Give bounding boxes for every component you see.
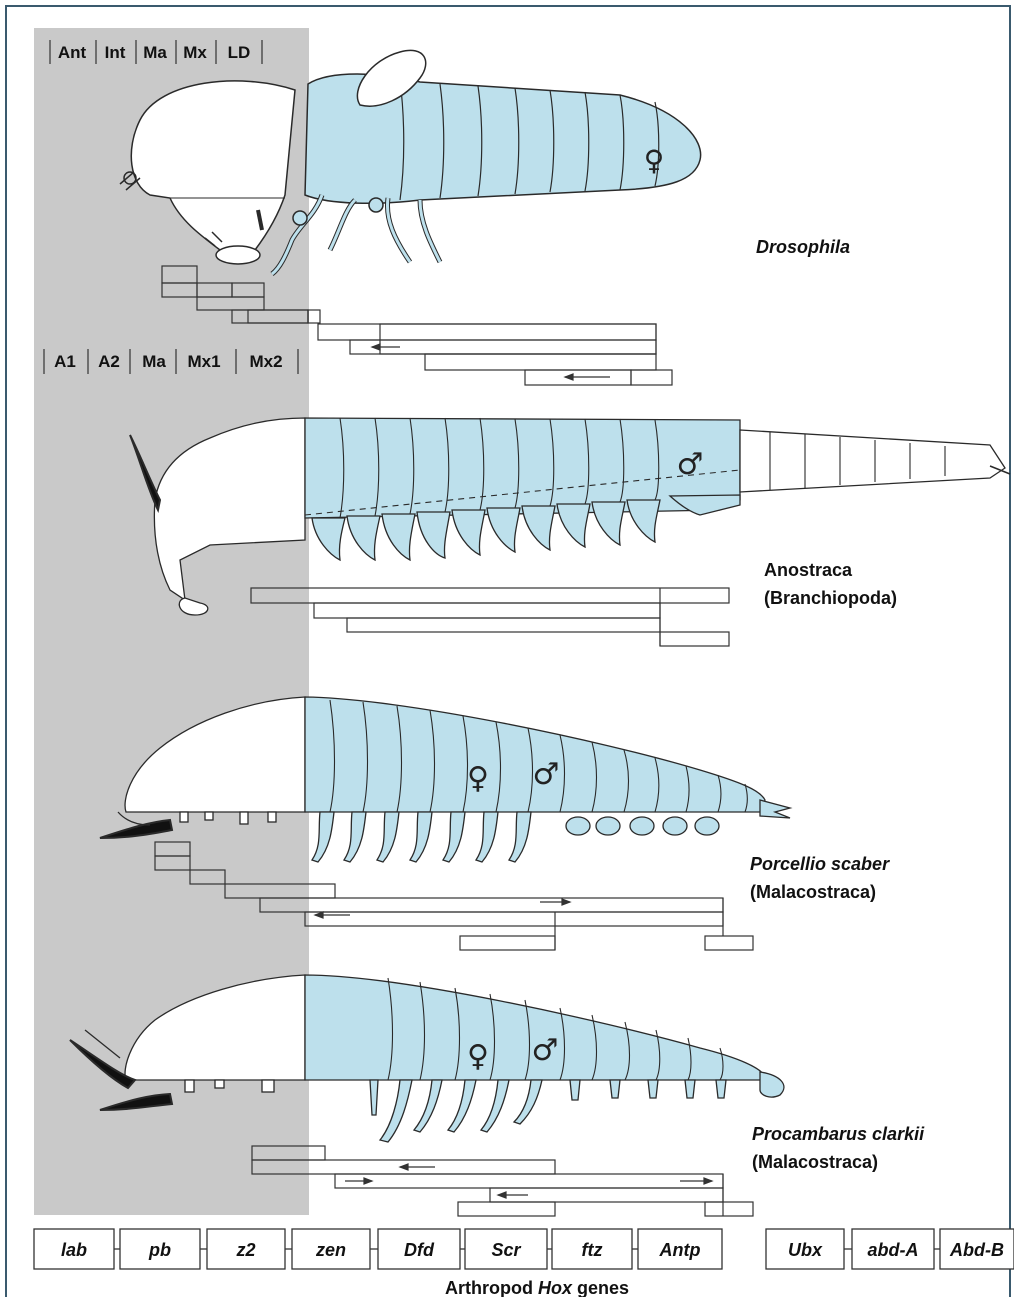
segment-mx: Mx [183, 43, 207, 62]
segment-ma2: Ma [142, 352, 166, 371]
gene-label-abd-a: abd-A [868, 1240, 919, 1260]
segment-a2: A2 [98, 352, 120, 371]
gene-label-abd-b: Abd-B [949, 1240, 1004, 1260]
procambarus-expression-boxes [252, 1146, 753, 1216]
group-label-porcellio: (Malacostraca) [750, 882, 876, 902]
footer-title: Arthropod Hox genes [445, 1278, 629, 1297]
male-symbol-procambarus: ♂ [532, 1033, 559, 1068]
footer-title-prefix: Arthropod [445, 1278, 533, 1297]
gene-label-zen: zen [315, 1240, 346, 1260]
species-label-procambarus: Procambarus clarkii [752, 1124, 925, 1144]
species-label-porcellio: Porcellio scaber [750, 854, 890, 874]
segment-mx1: Mx1 [187, 352, 220, 371]
segment-mx2: Mx2 [249, 352, 282, 371]
drosophila-larva [120, 50, 701, 274]
female-symbol-procambarus: ♀ [467, 1039, 489, 1074]
gene-label-dfd: Dfd [404, 1240, 435, 1260]
hox-gene-row: lab pb z2 zen Dfd Scr ftz Antp Ubx abd-A Abd-B [34, 1229, 1014, 1269]
gene-label-scr: Scr [491, 1240, 521, 1260]
gene-label-lab: lab [61, 1240, 87, 1260]
gene-label-ubx: Ubx [788, 1240, 823, 1260]
female-symbol-drosophila: ♀ [644, 144, 665, 177]
species-label-anostraca: Anostraca [764, 560, 853, 580]
footer-title-suffix: genes [577, 1278, 629, 1297]
group-label-anostraca: (Branchiopoda) [764, 588, 897, 608]
anostraca-expression-boxes [251, 588, 729, 646]
gene-label-pb: pb [148, 1240, 171, 1260]
segment-ma: Ma [143, 43, 167, 62]
gene-label-antp: Antp [659, 1240, 701, 1260]
male-symbol-anostraca: ♂ [677, 447, 704, 482]
male-symbol-porcellio: ♂ [533, 757, 560, 792]
segment-ant: Ant [58, 43, 87, 62]
footer-title-hox: Hox [538, 1278, 573, 1297]
segment-int: Int [105, 43, 126, 62]
species-label-drosophila: Drosophila [756, 237, 850, 257]
group-label-procambarus: (Malacostraca) [752, 1152, 878, 1172]
segment-ld: LD [228, 43, 251, 62]
segment-a1: A1 [54, 352, 76, 371]
insect-segment-header: Ant Int Ma Mx LD [50, 40, 262, 64]
gene-label-ftz: ftz [582, 1240, 603, 1260]
female-symbol-porcellio: ♀ [467, 761, 489, 796]
gene-label-z2: z2 [235, 1240, 255, 1260]
